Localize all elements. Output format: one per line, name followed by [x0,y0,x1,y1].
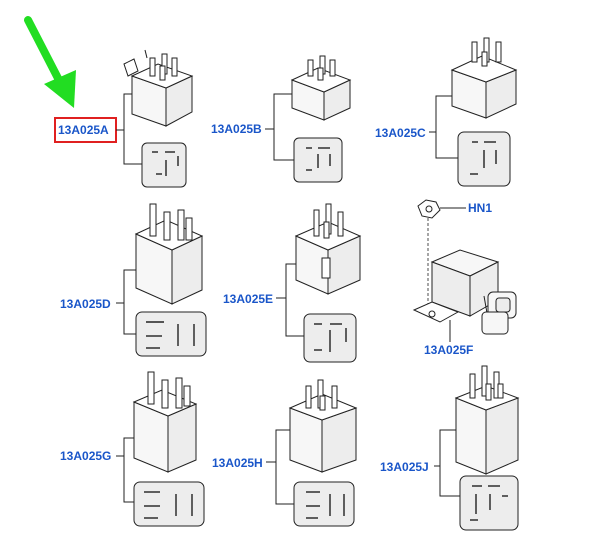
pinout-diagram [303,313,357,363]
part-label[interactable]: 13A025C [375,126,426,140]
hardware-label-hn1[interactable]: HN1 [468,201,492,215]
relay-body [454,365,520,475]
pointer-arrow-icon [24,16,76,108]
relay-13a025d[interactable]: 13A025D [60,203,207,357]
pinout-diagram [457,131,511,187]
relay-body [132,371,198,473]
module-body [412,249,517,335]
pinout-diagram [133,481,205,527]
pinout-diagram [459,475,519,531]
part-label[interactable]: 13A025H [212,456,263,470]
nut-hn1 [417,199,441,219]
relay-13a025b[interactable]: 13A025B [211,55,352,183]
pinout-diagram [141,142,187,188]
pinout-diagram [293,481,355,527]
part-label[interactable]: 13A025A [58,123,109,137]
module-13a025f[interactable]: HN1 13A025F [412,199,517,357]
relay-body [288,379,358,473]
relay-13a025h[interactable]: 13A025H [212,379,358,527]
relay-13a025j[interactable]: 13A025J [380,365,520,531]
pinout-diagram [135,311,207,357]
relay-body [294,203,362,295]
relay-body [123,49,194,127]
part-label[interactable]: 13A025D [60,297,111,311]
relay-13a025a[interactable]: 13A025A [54,49,194,188]
relay-13a025e[interactable]: 13A025E [223,203,362,363]
part-label[interactable]: 13A025F [424,343,473,357]
relay-body [290,55,352,121]
relay-13a025g[interactable]: 13A025G [60,371,205,527]
part-label[interactable]: 13A025E [223,292,273,306]
relay-body [450,37,518,119]
relay-body [134,203,204,305]
part-label[interactable]: 13A025B [211,122,262,136]
part-label[interactable]: 13A025J [380,460,429,474]
part-label[interactable]: 13A025G [60,449,111,463]
relay-13a025c[interactable]: 13A025C [375,37,518,187]
pinout-diagram [293,137,343,183]
